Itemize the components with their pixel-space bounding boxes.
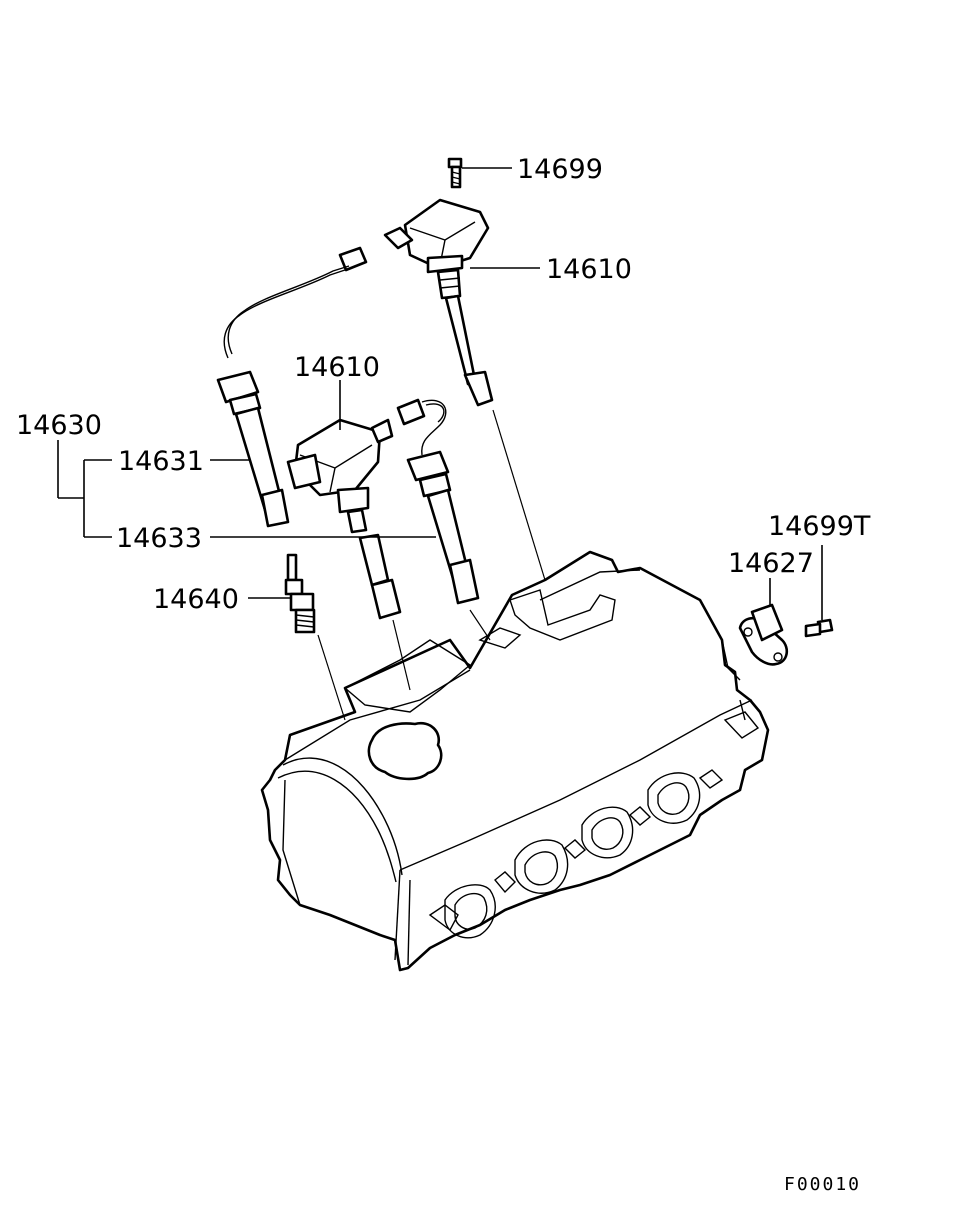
- callout-cable-a: 14631: [118, 446, 204, 477]
- callout-coil-right: 14610: [546, 254, 632, 285]
- sensor-icon: [738, 603, 789, 666]
- cylinder-head-icon: [260, 550, 770, 972]
- bolt-icon: [447, 157, 463, 189]
- callout-bolt-sensor: 14699T: [768, 511, 871, 542]
- callout-bolt-top: 14699: [517, 154, 603, 185]
- callout-coil-center: 14610: [294, 352, 380, 383]
- ignition-coil-icon: [383, 198, 494, 407]
- spark-plug-cable-icon: [216, 246, 368, 528]
- callout-sensor: 14627: [728, 548, 814, 579]
- leader-lines: [57, 167, 823, 620]
- spark-plug-cable-icon: [396, 398, 480, 605]
- callout-cable-set: 14630: [16, 410, 102, 441]
- ignition-coil-icon: [286, 418, 402, 620]
- spark-plug-icon: [284, 553, 316, 634]
- bolt-icon: [804, 618, 834, 638]
- callout-cable-b: 14633: [116, 523, 202, 554]
- figure-code: F00010: [784, 1174, 861, 1195]
- assembly-lines: [317, 409, 546, 721]
- callout-spark-plug: 14640: [153, 584, 239, 615]
